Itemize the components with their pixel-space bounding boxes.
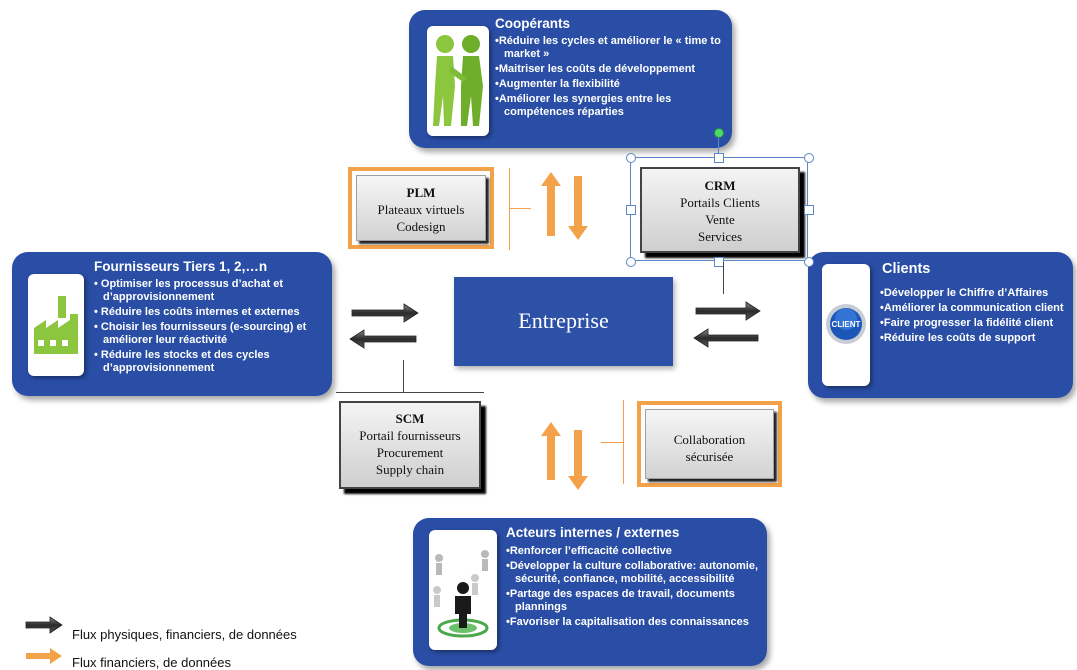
resize-handle[interactable] (804, 153, 814, 163)
legend-dark-label: Flux physiques, financiers, de données (72, 627, 297, 642)
plm-connector-v (509, 168, 510, 250)
collaboration-line: Collaboration (673, 432, 746, 447)
crm-connector-v (723, 262, 724, 294)
factory-icon (28, 274, 84, 376)
network-people-icon (429, 530, 497, 650)
collab-connector-v (623, 400, 624, 484)
scm-connector-v (403, 360, 404, 392)
fournisseurs-panel: Fournisseurs Tiers 1, 2,…n • Optimiser l… (12, 252, 332, 396)
collab-connector-h (601, 442, 623, 443)
resize-handle[interactable] (804, 257, 814, 267)
list-item: •Développer le Chiffre d’Affaires (880, 287, 1049, 299)
list-item: • Réduire les stocks et des cycles d’app… (94, 349, 270, 374)
list-item: • Choisir les fournisseurs (e-sourcing) … (94, 321, 307, 346)
collaboration-inner: Collaboration sécurisée (645, 409, 774, 479)
fournisseurs-title: Fournisseurs Tiers 1, 2,…n (94, 259, 268, 274)
handshake-figures-icon (427, 26, 489, 136)
legend-dark-arrow (25, 616, 63, 634)
list-item: •Renforcer l’efficacité collective (506, 545, 672, 557)
acteurs-list: •Renforcer l’efficacité collective •Déve… (506, 545, 760, 631)
orange-up-arrow (541, 172, 561, 236)
rotate-handle[interactable] (714, 128, 724, 138)
crm-title: CRM (704, 178, 736, 193)
fournisseurs-list: • Optimiser les processus d’achat et d’a… (94, 278, 326, 377)
rotate-handle-connector (718, 134, 719, 156)
collaboration-box: Collaboration sécurisée (637, 401, 782, 487)
resize-handle[interactable] (626, 205, 636, 215)
clients-list: •Développer le Chiffre d’Affaires •Améli… (880, 287, 1068, 347)
list-item: •Réduire les coûts de support (880, 332, 1036, 344)
acteurs-panel: Acteurs internes / externes •Renforcer l… (413, 518, 767, 666)
crm-box[interactable]: CRM Portails Clients Vente Services (640, 167, 800, 253)
list-item: •Développer la culture collaborative: au… (506, 560, 759, 585)
crm-line: Vente (705, 212, 735, 227)
scm-line: Procurement (376, 445, 444, 460)
acteurs-title: Acteurs internes / externes (506, 525, 680, 540)
scm-box: SCM Portail fournisseurs Procurement Sup… (339, 401, 481, 489)
crm-line: Services (697, 229, 743, 244)
dark-right-arrow (351, 303, 419, 323)
list-item: •Favoriser la capitalisation des connais… (506, 616, 749, 628)
collaboration-line: sécurisée (685, 449, 734, 464)
resize-handle[interactable] (714, 153, 724, 163)
crm-line: Portails Clients (680, 195, 760, 210)
clients-panel: CLIENT Clients •Développer le Chiffre d’… (808, 252, 1073, 398)
orange-up-arrow (541, 422, 561, 480)
plm-title: PLM (406, 185, 436, 200)
dark-left-arrow (349, 329, 417, 349)
resize-handle[interactable] (626, 257, 636, 267)
scm-line: Supply chain (375, 462, 445, 477)
list-item: •Augmenter la flexibilité (495, 78, 620, 90)
plm-inner: PLM Plateaux virtuels Codesign (356, 175, 486, 241)
scm-connector-h (336, 392, 484, 393)
cooperants-title: Coopérants (495, 16, 571, 31)
list-item: •Partage des espaces de travail, documen… (506, 588, 735, 613)
list-item: •Maitriser les coûts de développement (495, 63, 696, 75)
list-item: •Améliorer les synergies entre les compé… (495, 93, 672, 118)
entreprise-label: Entreprise (518, 308, 609, 333)
list-item: •Améliorer la communication client (880, 302, 1064, 314)
entreprise-box: Entreprise (454, 277, 673, 366)
plm-line: Plateaux virtuels (377, 202, 465, 217)
cooperants-list: •Réduire les cycles et améliorer le « ti… (495, 35, 723, 121)
orange-down-arrow (568, 430, 588, 490)
plm-box: PLM Plateaux virtuels Codesign (348, 167, 494, 249)
scm-line: Portail fournisseurs (359, 428, 461, 443)
scm-title: SCM (395, 411, 425, 426)
legend-orange-label: Flux financiers, de données (72, 655, 231, 670)
dark-right-arrow (695, 301, 761, 321)
dark-left-arrow (693, 328, 759, 348)
list-item: • Réduire les coûts internes et externes (94, 306, 300, 318)
resize-handle[interactable] (804, 205, 814, 215)
orange-down-arrow (568, 176, 588, 240)
list-item: •Faire progresser la fidélité client (880, 317, 1054, 329)
client-badge-text: CLIENT (832, 320, 861, 329)
clients-title: Clients (882, 261, 931, 277)
plm-connector-h (509, 208, 531, 209)
client-button-icon: CLIENT (822, 264, 870, 386)
list-item: • Optimiser les processus d’achat et d’a… (94, 278, 284, 303)
resize-handle[interactable] (626, 153, 636, 163)
cooperants-panel: Coopérants •Réduire les cycles et amélio… (409, 10, 732, 148)
plm-line: Codesign (396, 219, 446, 234)
list-item: •Réduire les cycles et améliorer le « ti… (495, 35, 721, 60)
legend-orange-arrow (26, 648, 62, 664)
